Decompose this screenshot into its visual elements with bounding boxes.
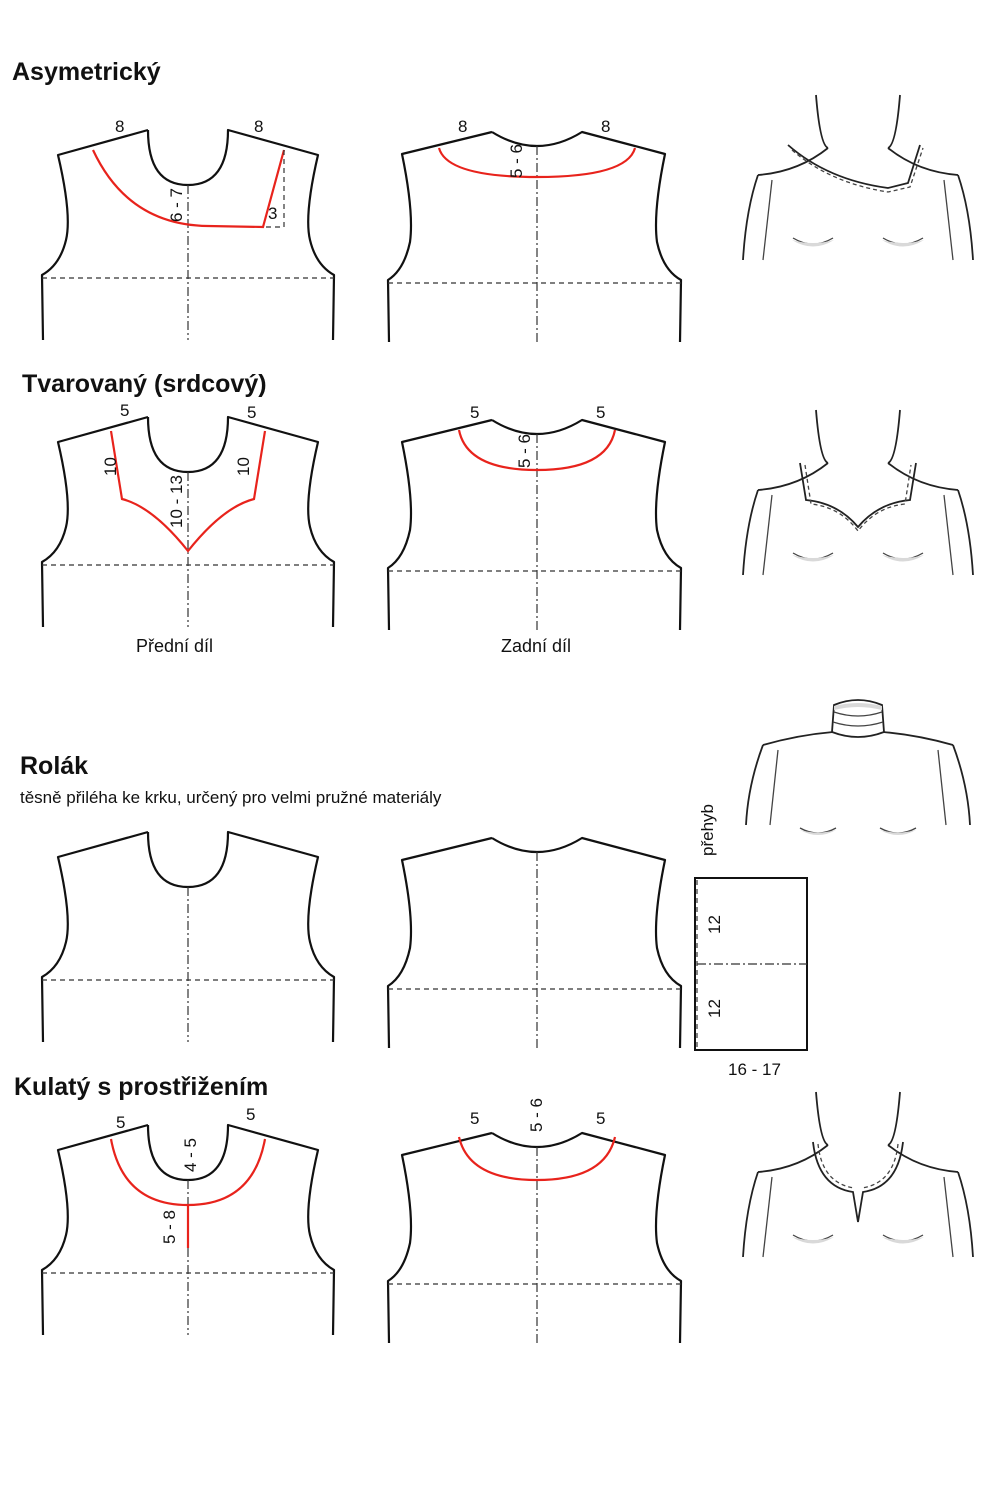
asym-back-depth: 5 - 6 <box>507 144 526 178</box>
section-title-asymetricky: Asymetrický <box>12 58 161 86</box>
asym-front-shoulder-right: 8 <box>254 117 263 136</box>
round-front-depth: 4 - 5 <box>181 1138 200 1172</box>
caption-front-piece: Přední díl <box>136 636 214 656</box>
heart-back-shoulder-left: 5 <box>470 403 479 422</box>
asym-back-shoulder-left: 8 <box>458 117 467 136</box>
heart-front-shoulder-left: 5 <box>120 401 129 420</box>
asym-front-shoulder-left: 8 <box>115 117 124 136</box>
round-back-shoulder-left: 5 <box>470 1109 479 1128</box>
caption-back-piece: Zadní díl <box>501 636 572 656</box>
heart-front-depth: 10 - 13 <box>167 475 186 528</box>
asym-back-pattern <box>386 130 683 344</box>
round-front-slit: 5 - 8 <box>160 1210 179 1244</box>
asym-front-depth: 6 - 7 <box>167 188 186 222</box>
round-front-pattern <box>40 1123 336 1337</box>
round-front-shoulder-right: 5 <box>246 1105 255 1124</box>
rolak-front-pattern <box>40 830 336 1044</box>
rolak-garment-illustration <box>745 699 971 835</box>
round-back-pattern <box>386 1131 683 1345</box>
round-front-shoulder-left: 5 <box>116 1113 125 1132</box>
section-title-tvarovany: Tvarovaný (srdcový) <box>22 370 267 398</box>
round-garment-illustration <box>742 1091 974 1258</box>
collar-width: 16 - 17 <box>728 1060 781 1079</box>
collar-lower-height: 12 <box>705 999 724 1018</box>
heart-front-side-left: 10 <box>101 457 120 476</box>
round-back-depth: 5 - 6 <box>527 1098 546 1132</box>
round-back-shoulder-right: 5 <box>596 1109 605 1128</box>
heart-back-shoulder-right: 5 <box>596 403 605 422</box>
heart-front-side-right: 10 <box>234 457 253 476</box>
section-subtitle-rolak: těsně přiléha ke krku, určený pro velmi … <box>20 788 442 807</box>
asym-back-shoulder-right: 8 <box>601 117 610 136</box>
asym-garment-illustration <box>742 94 974 261</box>
section-title-rolak: Rolák <box>20 752 89 780</box>
asym-front-pattern <box>40 128 336 342</box>
heart-back-depth: 5 - 6 <box>515 434 534 468</box>
rolak-back-pattern <box>386 836 683 1050</box>
heart-back-pattern <box>386 418 683 632</box>
asym-front-side: 3 <box>268 204 277 223</box>
heart-front-pattern <box>40 415 336 629</box>
collar-upper-height: 12 <box>705 915 724 934</box>
collar-fold-label: přehyb <box>698 804 717 856</box>
heart-garment-illustration <box>742 409 974 576</box>
collar-pattern <box>694 877 808 1051</box>
section-title-kulaty: Kulatý s prostřižením <box>14 1073 269 1101</box>
heart-front-shoulder-right: 5 <box>247 403 256 422</box>
